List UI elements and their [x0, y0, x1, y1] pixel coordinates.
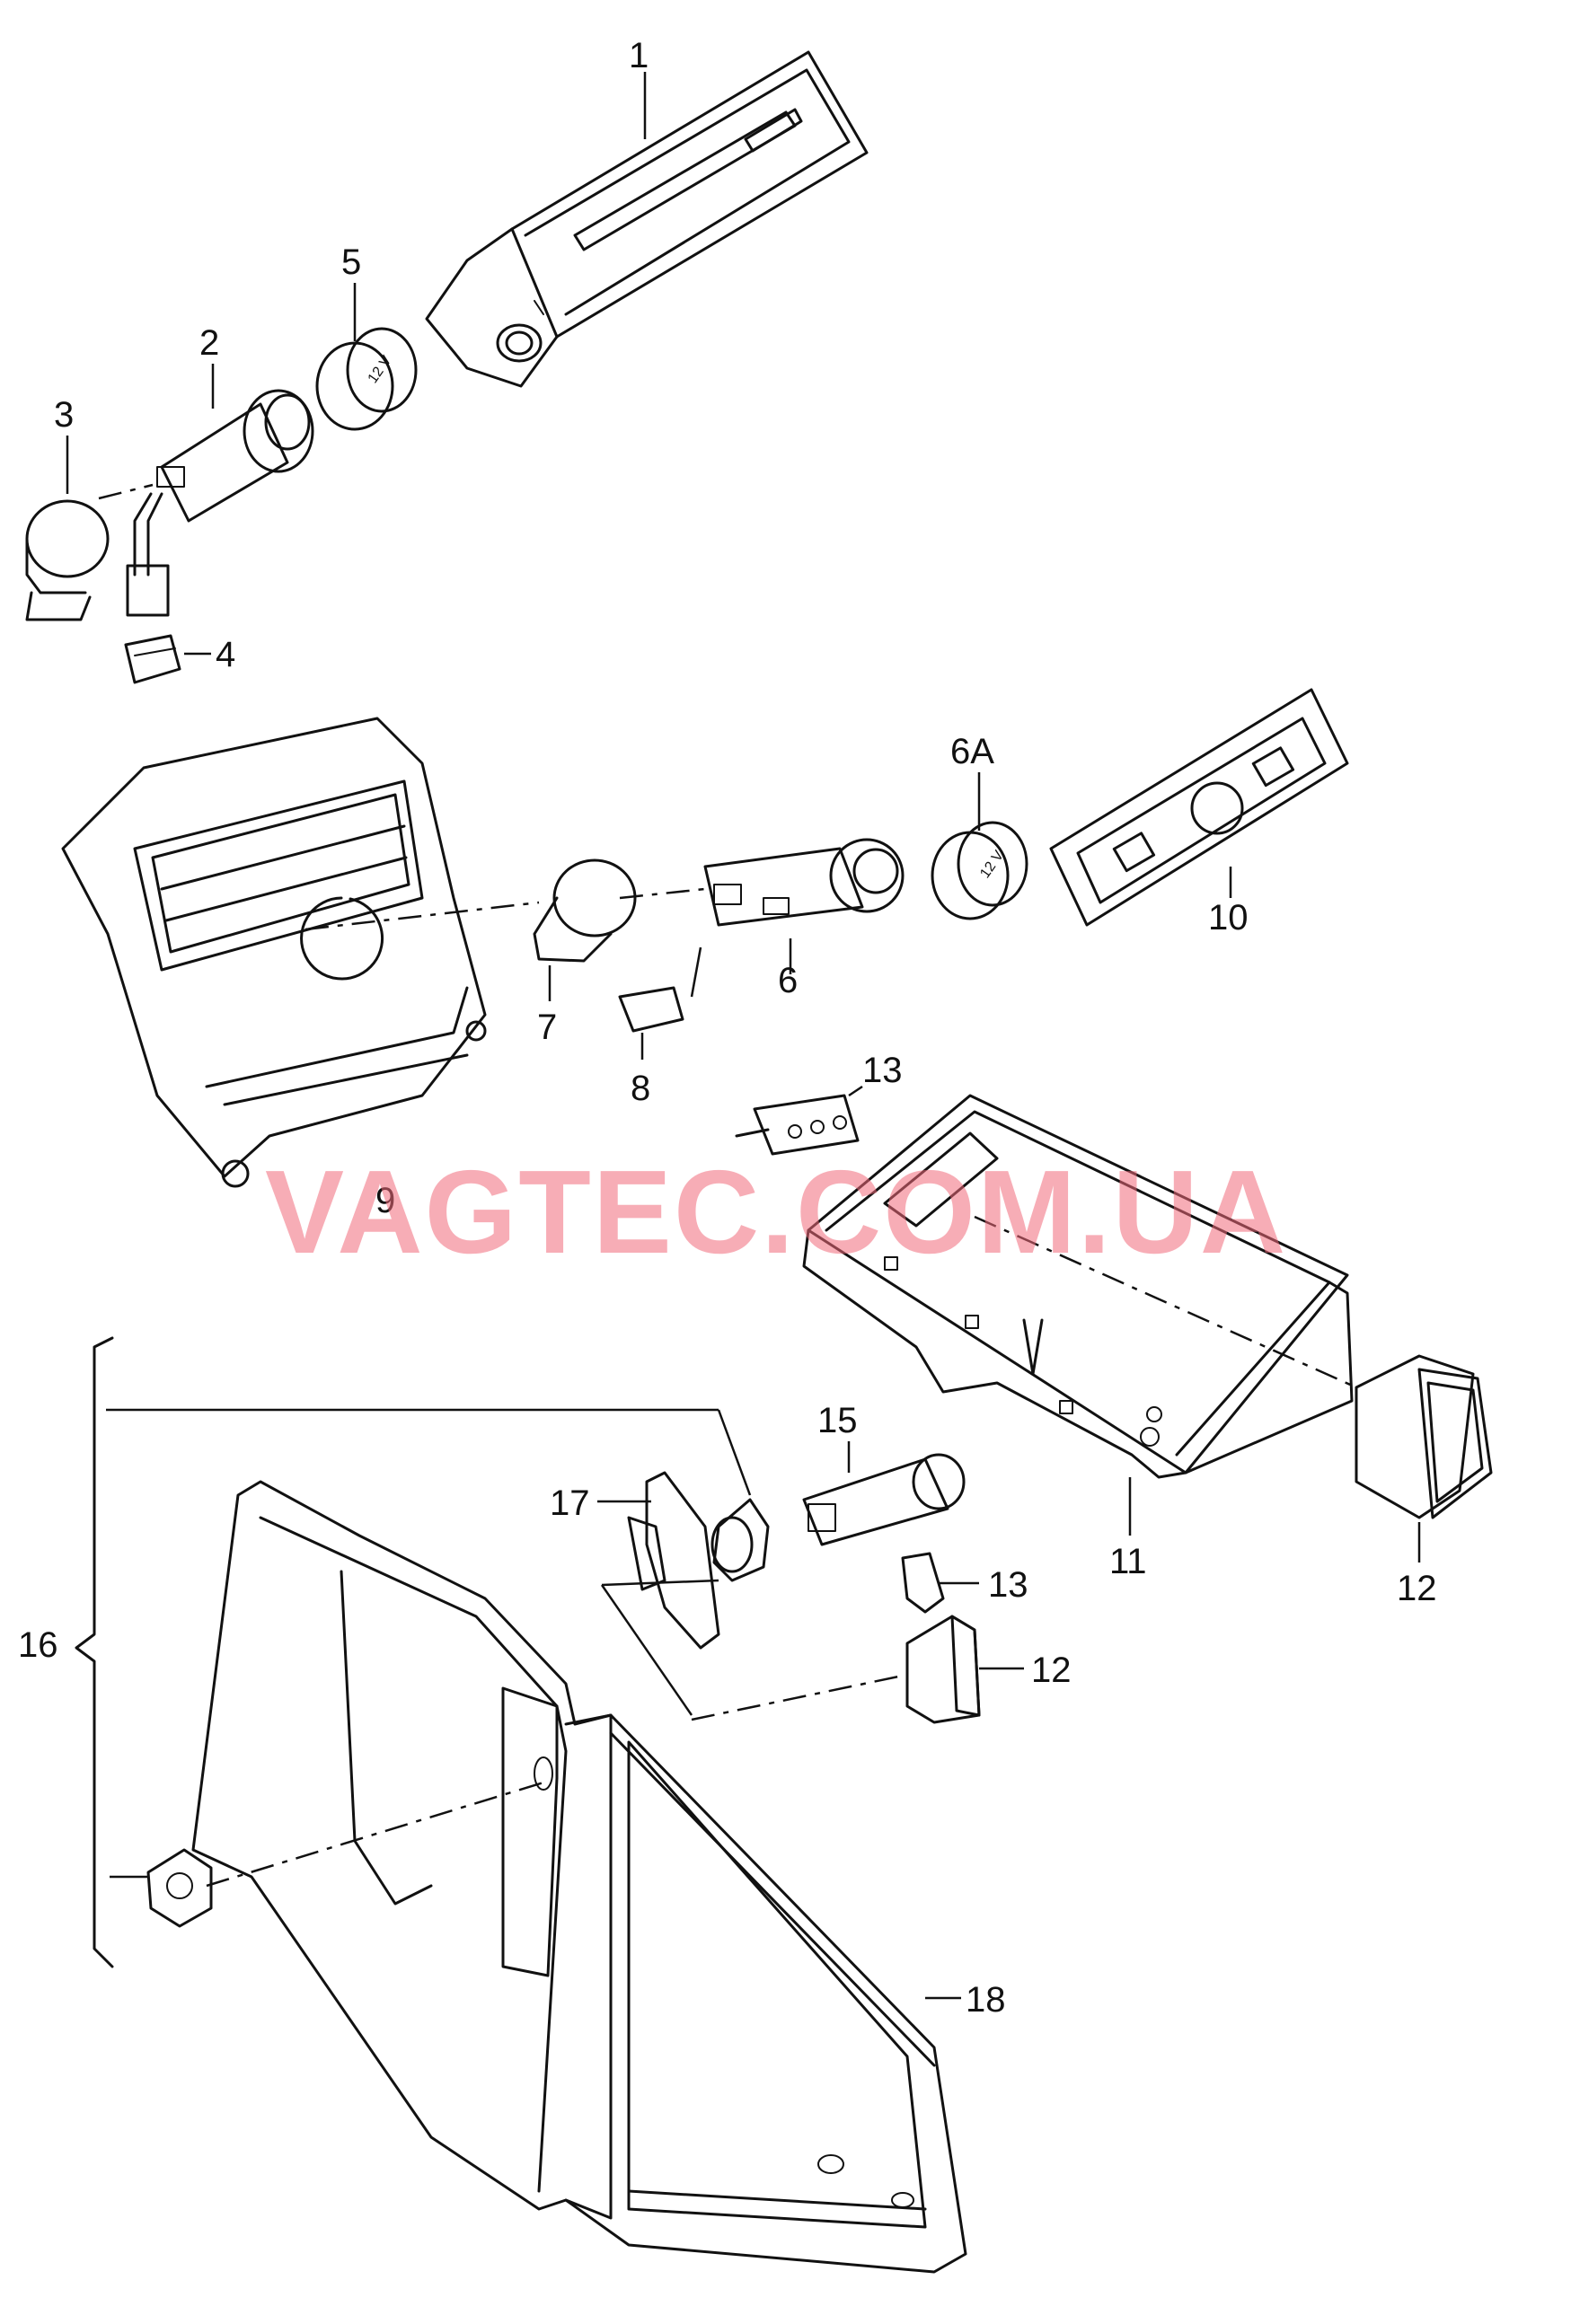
part-12-cover-right	[1355, 1354, 1493, 1519]
leader-lines	[66, 72, 1421, 2000]
part-6-socket-housing	[703, 838, 905, 927]
callout-18: 18	[966, 1980, 1006, 2020]
callout-7: 7	[537, 1008, 557, 1047]
part-4-connector	[124, 634, 181, 684]
part-2-socket-housing	[126, 389, 314, 617]
callout-17: 17	[550, 1483, 590, 1523]
part-7-retaining-ring	[533, 858, 637, 963]
callout-6a: 6A	[950, 732, 994, 771]
part-16-nut	[710, 1498, 770, 1582]
callout-2: 2	[199, 323, 219, 363]
callout-labels: 1 5 2 3 4 6A 6 7 8 9 10 13 15 17 11 12 1…	[18, 36, 1437, 2020]
callout-15: 15	[817, 1401, 858, 1440]
callout-9: 9	[375, 1181, 395, 1220]
part-17-cover-plate	[627, 1471, 720, 1650]
callout-13-upper: 13	[862, 1051, 903, 1090]
callout-1: 1	[629, 36, 649, 75]
part-3-retaining-ring	[25, 499, 110, 621]
part-11-storage-box	[802, 1094, 1354, 1479]
callout-8: 8	[631, 1069, 650, 1108]
callout-5: 5	[341, 242, 361, 282]
part-13-connector-lower	[901, 1552, 945, 1614]
callout-13-lower: 13	[988, 1565, 1028, 1605]
callout-4: 4	[216, 635, 235, 674]
part-6a-socket-cap: 12 V	[931, 821, 1028, 920]
callout-6: 6	[778, 961, 798, 1000]
callout-12-right: 12	[1397, 1569, 1437, 1608]
part-16-nut-lower	[146, 1848, 213, 1928]
part-12-cover-lower	[905, 1615, 981, 1724]
callout-3: 3	[54, 395, 74, 435]
part-1-trim-panel	[425, 50, 869, 388]
part-15-socket-insert	[802, 1453, 966, 1546]
part-10-switch-panel	[1049, 688, 1349, 927]
callout-16: 16	[18, 1625, 58, 1665]
bracket-16	[75, 1336, 114, 1968]
callout-10: 10	[1208, 898, 1249, 938]
part-5-socket-cap: 12 V	[315, 327, 418, 431]
callout-12-lower: 12	[1031, 1651, 1072, 1690]
callout-11: 11	[1109, 1542, 1147, 1581]
part-8-connector	[618, 986, 684, 1033]
part-9-vent-housing	[61, 717, 487, 1188]
watermark: VAGTEC.COM.UA	[265, 1146, 1287, 1278]
part-18-side-trim	[191, 1480, 967, 2274]
part-13-connector-upper	[735, 1094, 860, 1156]
